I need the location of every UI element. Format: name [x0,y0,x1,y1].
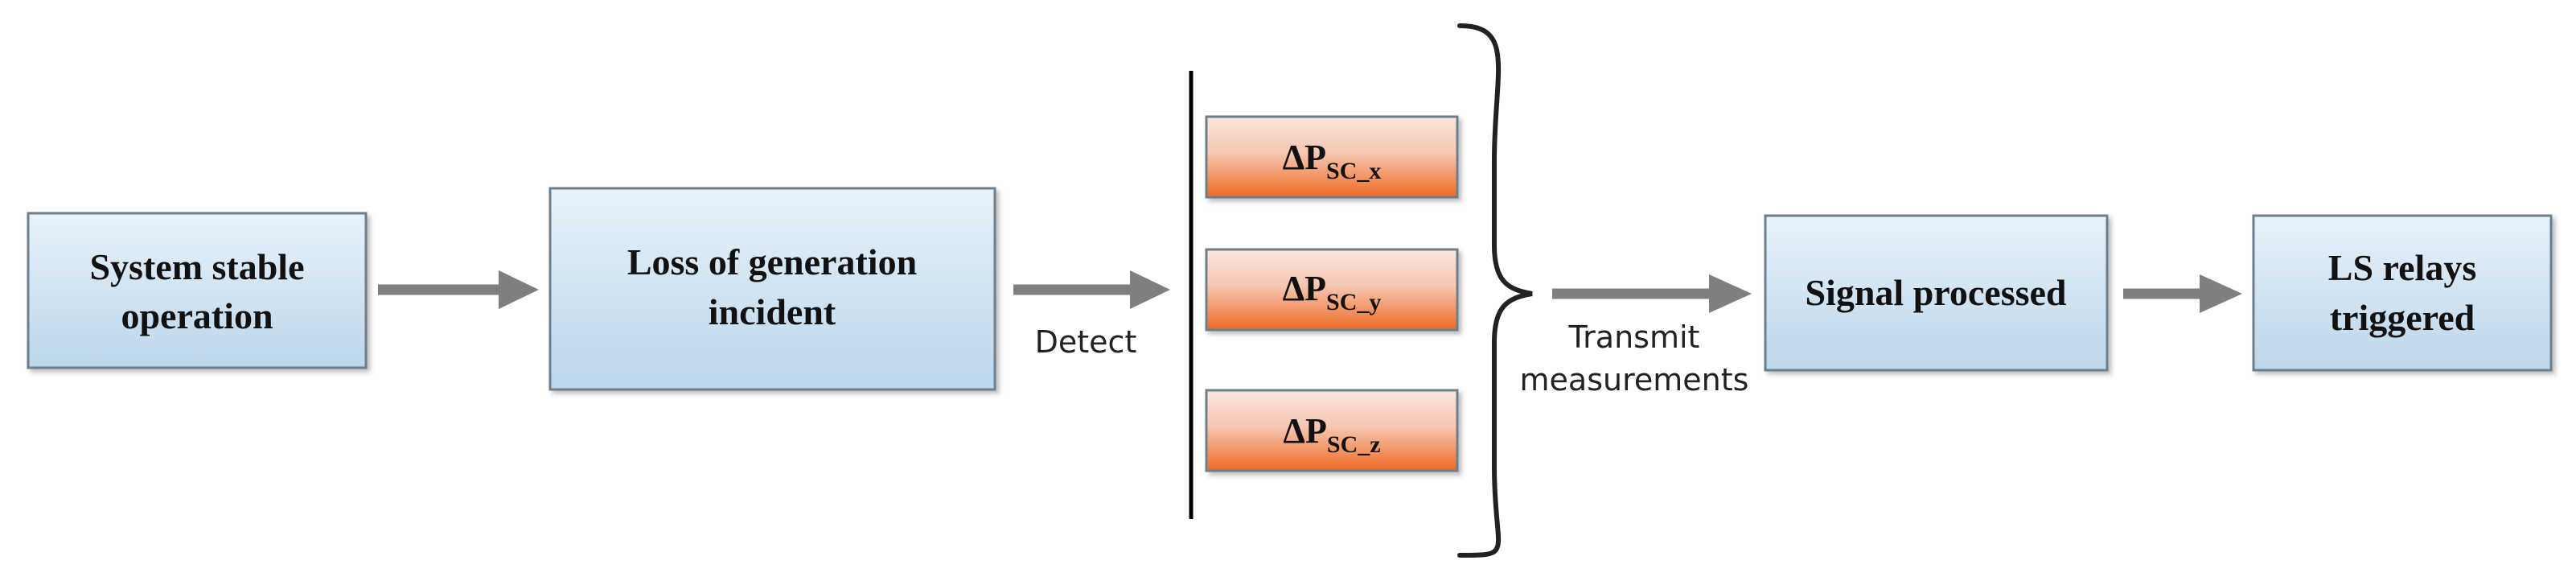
measurement-box-sc-z: ΔPSC_z [1205,389,1459,472]
measurement-symbol: ΔP [1283,138,1326,177]
node-label-line2: triggered [2330,297,2475,338]
arrow-transmit [1552,274,1752,313]
arrow-detect [1013,270,1170,309]
node-loss-of-generation-incident: Loss of generation incident [548,187,996,391]
svg-text:ΔPSC_x: ΔPSC_x [1283,138,1382,184]
edge-label-transmit: Transmit [1568,319,1700,355]
edge-label-measurements: measurements [1520,362,1749,398]
node-label-line2: incident [709,291,836,332]
curly-brace [1457,23,1533,558]
measurement-symbol: ΔP [1283,269,1326,308]
node-label-line1: LS relays [2328,247,2476,288]
svg-text:ΔPSC_y: ΔPSC_y [1283,269,1382,315]
node-label-line1: System stable [89,246,304,287]
measurement-box-sc-x: ΔPSC_x [1205,115,1459,199]
edge-label-detect: Detect [1035,324,1137,360]
node-system-stable-operation: System stable operation [27,212,368,369]
measurement-subscript: SC_y [1326,289,1381,315]
arrow-signal-to-ls [2123,274,2242,313]
node-label-line1: Loss of generation [627,241,917,282]
svg-text:ΔPSC_z: ΔPSC_z [1283,411,1380,458]
node-label-line2: operation [121,295,273,336]
measurement-subscript: SC_z [1327,431,1381,458]
arrow-stable-to-loss [378,270,539,309]
measurement-box-sc-y: ΔPSC_y [1205,248,1459,332]
node-ls-relays-triggered: LS relays triggered [2252,214,2553,372]
node-label-line1: Signal processed [1805,272,2066,313]
measurement-symbol: ΔP [1283,411,1326,451]
measurement-subscript: SC_x [1326,158,1381,184]
node-signal-processed: Signal processed [1764,214,2109,372]
